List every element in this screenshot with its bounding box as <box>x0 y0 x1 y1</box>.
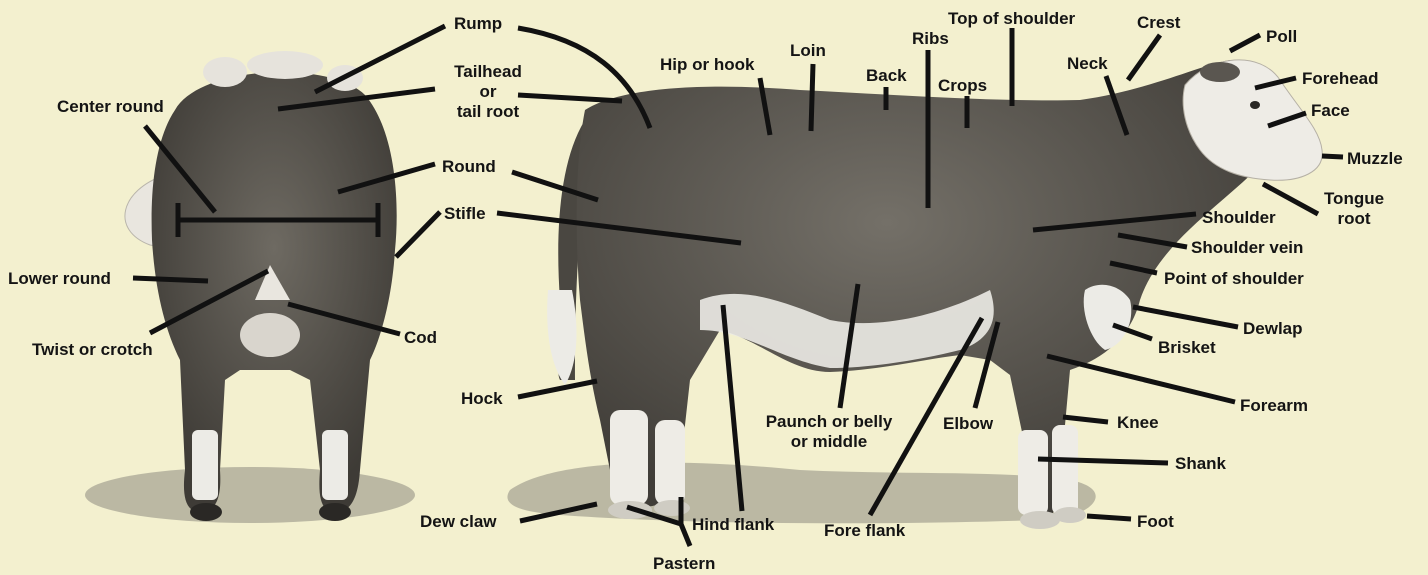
label-shoulder-vein: Shoulder vein <box>1191 238 1303 258</box>
leader-forearm <box>1047 356 1235 402</box>
leader-crest <box>1128 35 1160 80</box>
label-fore-flank: Fore flank <box>824 521 905 541</box>
label-paunch: Paunch or belly or middle <box>752 412 906 452</box>
leader-poll <box>1230 35 1260 51</box>
label-knee: Knee <box>1117 413 1159 433</box>
side-fore-sock-1 <box>1018 430 1048 515</box>
label-stifle: Stifle <box>444 204 486 224</box>
side-fore-hoof-1 <box>1020 511 1060 529</box>
label-shoulder: Shoulder <box>1202 208 1276 228</box>
leader-pastern-stem <box>681 524 690 546</box>
label-dew-claw: Dew claw <box>420 512 497 532</box>
label-hock: Hock <box>461 389 503 409</box>
leader-lower-round <box>133 278 208 281</box>
label-center-round: Center round <box>57 97 164 117</box>
label-ribs: Ribs <box>912 29 949 49</box>
label-back: Back <box>866 66 907 86</box>
side-ground-shadow <box>507 463 1095 524</box>
rear-hip-patch-mid <box>247 51 323 79</box>
rear-view-animal <box>85 51 415 523</box>
rear-right-sock <box>322 430 348 500</box>
label-loin: Loin <box>790 41 826 61</box>
leader-loin <box>811 64 813 131</box>
leader-knee <box>1063 417 1108 422</box>
rear-ground-shadow <box>85 467 415 523</box>
label-hip: Hip or hook <box>660 55 754 75</box>
side-fore-sock-2 <box>1052 425 1078 515</box>
label-tongue-root: Tongue root <box>1318 189 1390 229</box>
leader-dewlap <box>1133 307 1238 327</box>
label-brisket: Brisket <box>1158 338 1216 358</box>
label-top-shoulder: Top of shoulder <box>948 9 1075 29</box>
rear-cod <box>240 313 300 357</box>
rear-hip-patch-left <box>203 57 247 87</box>
side-eye <box>1250 101 1260 109</box>
label-crops: Crops <box>938 76 987 96</box>
label-pastern: Pastern <box>653 554 715 574</box>
label-tailhead: Tailhead or tail root <box>438 62 538 122</box>
leader-rump <box>315 26 445 92</box>
side-ear <box>1200 62 1240 82</box>
label-poll: Poll <box>1266 27 1297 47</box>
label-hind-flank: Hind flank <box>692 515 774 535</box>
label-forehead: Forehead <box>1302 69 1379 89</box>
leader-stifle-rear <box>396 212 440 257</box>
label-muzzle: Muzzle <box>1347 149 1403 169</box>
label-lower-round: Lower round <box>8 269 111 289</box>
label-dewlap: Dewlap <box>1243 319 1303 339</box>
label-neck: Neck <box>1067 54 1108 74</box>
label-crest: Crest <box>1137 13 1180 33</box>
label-forearm: Forearm <box>1240 396 1308 416</box>
rear-left-hoof <box>190 503 222 521</box>
leader-muzzle <box>1322 156 1343 157</box>
side-hind-sock-2 <box>655 420 685 505</box>
label-shank: Shank <box>1175 454 1226 474</box>
label-elbow: Elbow <box>943 414 993 434</box>
rear-left-sock <box>192 430 218 500</box>
label-point-shoulder: Point of shoulder <box>1164 269 1304 289</box>
label-face: Face <box>1311 101 1350 121</box>
leader-hock <box>518 381 597 397</box>
side-hind-sock-1 <box>610 410 648 505</box>
leader-foot <box>1087 516 1131 519</box>
label-cod: Cod <box>404 328 437 348</box>
label-foot: Foot <box>1137 512 1174 532</box>
label-round: Round <box>442 157 496 177</box>
side-fore-hoof-2 <box>1054 507 1086 523</box>
rear-right-hoof <box>319 503 351 521</box>
label-rump: Rump <box>454 14 502 34</box>
side-hind-hoof-2 <box>654 500 690 516</box>
label-twist: Twist or crotch <box>32 340 153 360</box>
